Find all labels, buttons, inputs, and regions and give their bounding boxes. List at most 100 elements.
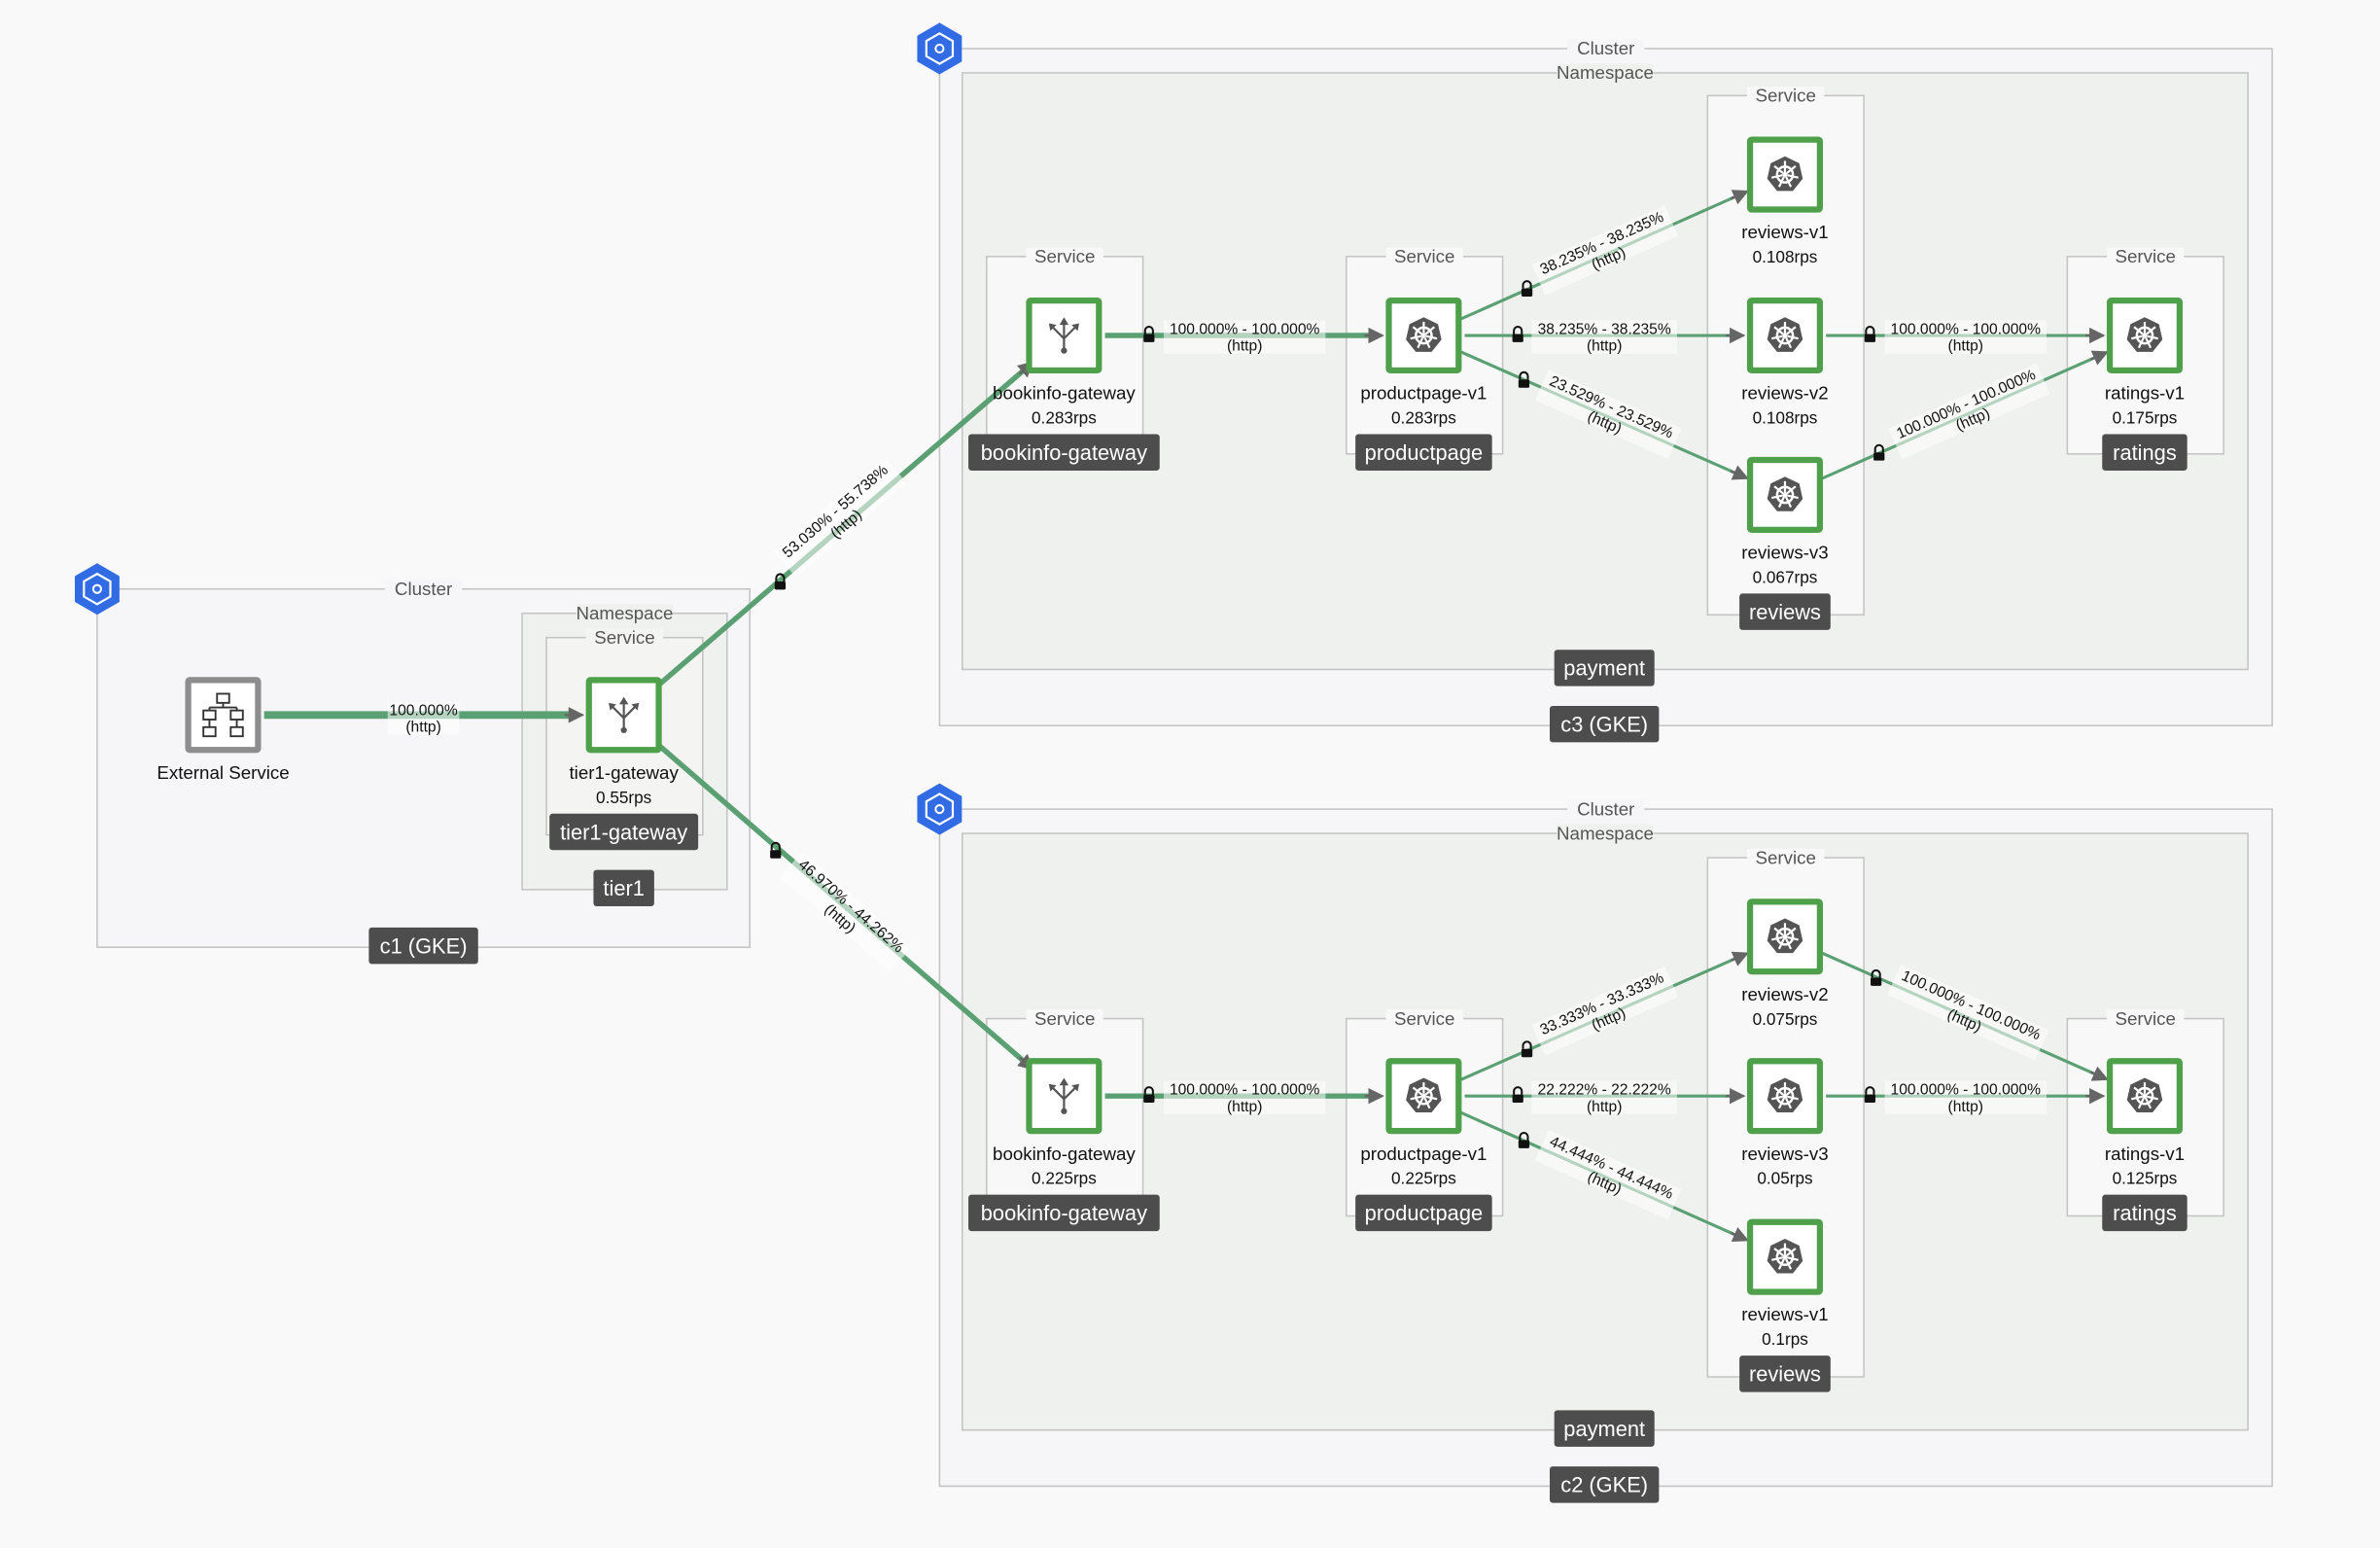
namespace-frame-2-label-bg	[1557, 63, 1654, 81]
service-tag-9[interactable]: ratings	[2102, 1194, 2188, 1232]
namespace-tag-3-bg	[1554, 1410, 1655, 1447]
service-frame-6-label: Service	[1034, 1008, 1095, 1029]
service-tag-8-bg	[1739, 1355, 1831, 1392]
edge-percentage: 100.000%	[389, 702, 457, 719]
edge-protocol: (http)	[1948, 338, 1983, 355]
edge-label: 38.235% - 38.235%(http)	[1531, 320, 1677, 355]
edge-label-bg	[387, 701, 460, 735]
service-tag-1[interactable]: tier1-gateway	[549, 813, 699, 851]
cluster-tag-2[interactable]: c3 (GKE)	[1549, 705, 1660, 743]
node-rps: 0.067rps	[1753, 568, 1818, 587]
namespace-frame-1-label-bg	[576, 604, 674, 621]
namespace-tag-2[interactable]: payment	[1554, 650, 1655, 686]
node-name: reviews-v2	[1741, 383, 1828, 404]
edge-protocol: (http)	[1227, 338, 1262, 355]
edge-arrowhead	[2089, 1066, 2109, 1081]
edge-arrowhead	[1730, 190, 1749, 205]
node-name: reviews-v3	[1741, 1143, 1828, 1164]
cluster-frame-1-label-bg	[384, 580, 463, 597]
cluster-tag-1[interactable]: c1 (GKE)	[368, 927, 478, 965]
edge-label-bg	[1884, 1080, 2047, 1114]
node-rps: 0.283rps	[1032, 408, 1097, 428]
node-ratings-v1[interactable]: ratings-v10.175rps	[2105, 297, 2185, 428]
service-tag-1-bg	[549, 813, 699, 851]
node-name: productpage-v1	[1360, 383, 1487, 404]
node-name: reviews-v3	[1741, 543, 1828, 563]
node-ratings-v1[interactable]: ratings-v10.125rps	[2105, 1058, 2185, 1188]
edge-12[interactable]: 22.222% - 22.222%(http)	[1464, 1080, 1746, 1115]
service-tag-6[interactable]: bookinfo-gateway	[968, 1194, 1160, 1232]
service-tag-9-text: ratings	[2113, 1201, 2177, 1225]
edge-percentage: 100.000% - 100.000%	[1170, 321, 1320, 337]
namespace-frame-2-border	[962, 72, 2249, 671]
edge-protocol: (http)	[1227, 1099, 1262, 1115]
namespace-tag-1-bg	[593, 869, 654, 907]
service-frame-3-label: Service	[1394, 246, 1454, 266]
edge-arrowhead	[1730, 1227, 1749, 1243]
edge-label-bg	[1163, 320, 1326, 354]
edge-protocol: (http)	[1948, 1099, 1983, 1115]
node-reviews-v2[interactable]: reviews-v20.075rps	[1741, 898, 1829, 1029]
edge-label-bg	[1531, 205, 1679, 296]
edge-label-bg	[1531, 966, 1679, 1056]
node-External Service[interactable]: External Service	[157, 677, 290, 783]
service-tag-7[interactable]: productpage	[1355, 1194, 1492, 1232]
edge-8[interactable]: 100.000% - 100.000%(http)	[1826, 320, 2106, 355]
edge-label-bg	[1534, 369, 1682, 459]
service-tag-2-bg	[968, 434, 1160, 471]
edge-4[interactable]: 100.000% - 100.000%(http)	[1104, 320, 1384, 355]
namespace-tag-1[interactable]: tier1	[593, 869, 654, 907]
edge-6[interactable]: 38.235% - 38.235%(http)	[1464, 320, 1746, 355]
node-productpage-v1[interactable]: productpage-v10.283rps	[1360, 297, 1487, 428]
edge-label: 46.970% - 44.262%(http)	[780, 851, 912, 972]
service-frame-7-label-bg	[1385, 1009, 1463, 1027]
node-name: reviews-v2	[1741, 984, 1828, 1004]
service-tag-3[interactable]: productpage	[1355, 434, 1492, 471]
node-reviews-v1[interactable]: reviews-v10.1rps	[1741, 1218, 1829, 1350]
cluster-tag-2-bg	[1549, 705, 1660, 743]
service-frame-9-label: Service	[2116, 1008, 2176, 1029]
namespace-tag-1-text: tier1	[603, 876, 645, 900]
service-tag-8[interactable]: reviews	[1739, 1355, 1831, 1392]
edge-label: 100.000% - 100.000%(http)	[1884, 320, 2047, 355]
edge-percentage: 53.030% - 55.738%	[780, 462, 892, 561]
node-reviews-v2[interactable]: reviews-v20.108rps	[1741, 297, 1829, 428]
service-tag-4[interactable]: reviews	[1739, 593, 1831, 630]
edge-10[interactable]: 100.000% - 100.000%(http)	[1104, 1080, 1384, 1115]
namespace-tag-2-bg	[1554, 650, 1655, 686]
edge-percentage: 100.000% - 100.000%	[1170, 1082, 1320, 1099]
cluster-tag-3[interactable]: c2 (GKE)	[1549, 1466, 1660, 1503]
edge-percentage: 100.000% - 100.000%	[1891, 321, 2042, 337]
service-frame-8-label-bg	[1747, 848, 1825, 865]
namespace-tag-3[interactable]: payment	[1554, 1410, 1655, 1447]
cluster-frame-3-label-bg	[1567, 799, 1645, 817]
node-rps: 0.125rps	[2113, 1169, 2178, 1188]
node-reviews-v3[interactable]: reviews-v30.05rps	[1741, 1058, 1829, 1188]
edge-1[interactable]: 100.000%(http)	[263, 701, 585, 735]
edge-15[interactable]: 100.000% - 100.000%(http)	[1826, 1080, 2106, 1115]
service-frame-2-label-bg	[1026, 247, 1103, 264]
node-reviews-v1[interactable]: reviews-v10.108rps	[1741, 136, 1829, 267]
service-tag-5[interactable]: ratings	[2102, 434, 2188, 471]
cluster-tag-2-text: c3 (GKE)	[1560, 712, 1648, 736]
edge-label-bg	[1163, 1080, 1326, 1114]
node-name: productpage-v1	[1360, 1143, 1487, 1164]
service-tag-2[interactable]: bookinfo-gateway	[968, 434, 1160, 471]
node-reviews-v3[interactable]: reviews-v3 0.067rps	[1741, 456, 1829, 587]
service-frame-9-label-bg	[2107, 1009, 2185, 1027]
node-rps: 0.108rps	[1753, 247, 1818, 266]
edge-arrowhead	[2089, 350, 2109, 366]
node-name: reviews-v1	[1741, 1304, 1828, 1324]
node-productpage-v1[interactable]: productpage-v1 0.225rps	[1360, 1058, 1487, 1188]
service-tag-1-text: tier1-gateway	[560, 820, 687, 844]
namespace-tag-2-text: payment	[1563, 656, 1645, 681]
node-name: bookinfo-gateway	[993, 1143, 1136, 1164]
node-rps: 0.225rps	[1391, 1169, 1456, 1188]
edge-label-bg	[1531, 1080, 1677, 1114]
edge-protocol: (http)	[1587, 338, 1622, 355]
service-tag-4-text: reviews	[1749, 600, 1821, 624]
